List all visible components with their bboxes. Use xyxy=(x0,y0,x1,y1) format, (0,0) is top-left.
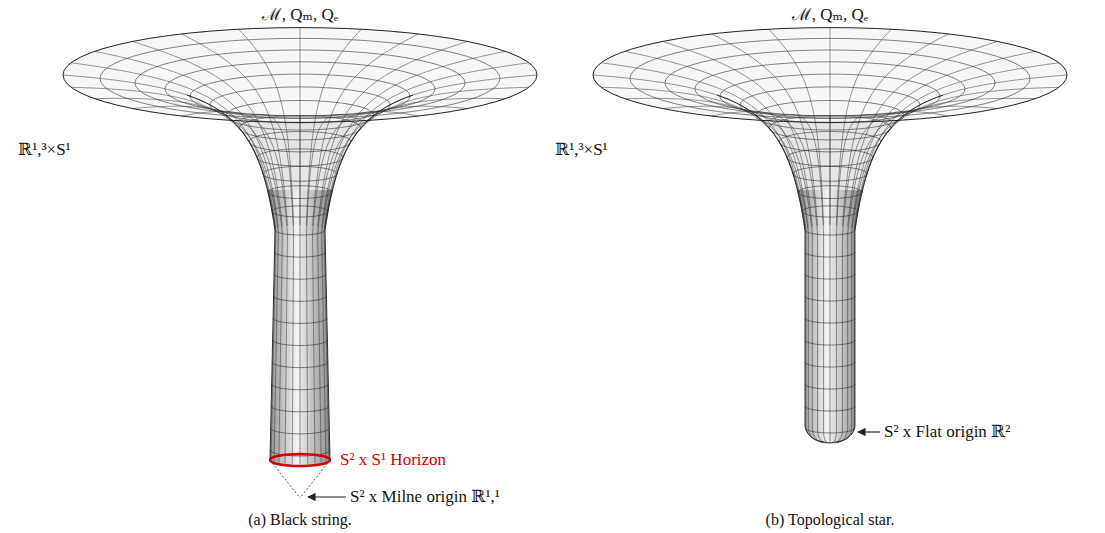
funnel-rim xyxy=(593,28,1067,123)
grid-meridian xyxy=(625,51,809,227)
grid-meridian xyxy=(830,28,831,225)
grid-meridian xyxy=(71,63,276,229)
pointer-arrow xyxy=(858,431,880,432)
dotted-cone xyxy=(300,460,330,498)
grid-meridian xyxy=(832,115,891,444)
charge-label: ℳ, Qₘ, Qₑ xyxy=(262,6,338,25)
caption: (b) Topological star. xyxy=(766,511,895,529)
silhouette xyxy=(325,95,413,460)
silhouette xyxy=(187,95,275,460)
grid-meridian xyxy=(324,87,529,459)
grid-meridian xyxy=(182,34,288,226)
grid-meridian xyxy=(313,34,419,226)
charge-label: ℳ, Qₘ, Qₑ xyxy=(792,6,868,25)
grid-meridian xyxy=(848,41,998,226)
grid-meridian xyxy=(712,112,826,444)
grid-meridian xyxy=(625,98,823,442)
grid-meridian xyxy=(306,29,361,225)
pointer-arrow xyxy=(308,496,346,497)
origin-label: S² x Flat origin ℝ² xyxy=(884,423,1010,442)
grid-meridian xyxy=(132,106,282,462)
grid-meridian xyxy=(318,41,468,226)
horizon-ring xyxy=(270,454,330,466)
grid-meridian xyxy=(836,29,891,225)
grid-meridian xyxy=(306,115,361,464)
silhouette xyxy=(717,95,830,443)
caption: (a) Black string. xyxy=(248,511,352,529)
grid-meridian xyxy=(313,112,419,464)
grid-meridian xyxy=(662,106,824,443)
grid-meridian xyxy=(300,28,301,225)
grid-meridian xyxy=(71,87,276,459)
topological-star-funnel xyxy=(593,28,1067,444)
horizon-label: S² x S¹ Horizon xyxy=(340,451,446,470)
grid-meridian xyxy=(239,29,294,225)
grid-meridian xyxy=(182,112,288,464)
grid-meridian xyxy=(132,41,282,226)
grid-meridian xyxy=(601,87,822,442)
grid-meridian xyxy=(854,63,1059,229)
grid-meridian xyxy=(601,63,806,229)
grid-meridian xyxy=(769,29,824,225)
asymptotic-label: ℝ¹,³×S¹ xyxy=(18,141,71,160)
grid-meridian xyxy=(95,51,279,227)
grid-meridian xyxy=(838,87,1059,442)
dotted-cone xyxy=(270,460,300,498)
grid-meridian xyxy=(318,106,468,462)
grid-meridian xyxy=(239,115,294,464)
grid-meridian xyxy=(662,41,812,226)
grid-meridian xyxy=(322,98,506,461)
funnel-rim xyxy=(63,28,537,123)
origin-label: S² x Milne origin ℝ¹,¹ xyxy=(350,488,500,507)
grid-meridian xyxy=(843,34,949,226)
grid-meridian xyxy=(837,98,1035,442)
grid-meridian xyxy=(712,34,818,226)
black-string-funnel xyxy=(63,28,537,498)
grid-meridian xyxy=(836,106,998,443)
grid-meridian xyxy=(324,63,529,229)
grid-meridian xyxy=(769,115,828,444)
asymptotic-label: ℝ¹,³×S¹ xyxy=(555,141,608,160)
silhouette xyxy=(830,95,943,443)
grid-meridian xyxy=(834,112,948,444)
grid-meridian xyxy=(95,98,279,461)
